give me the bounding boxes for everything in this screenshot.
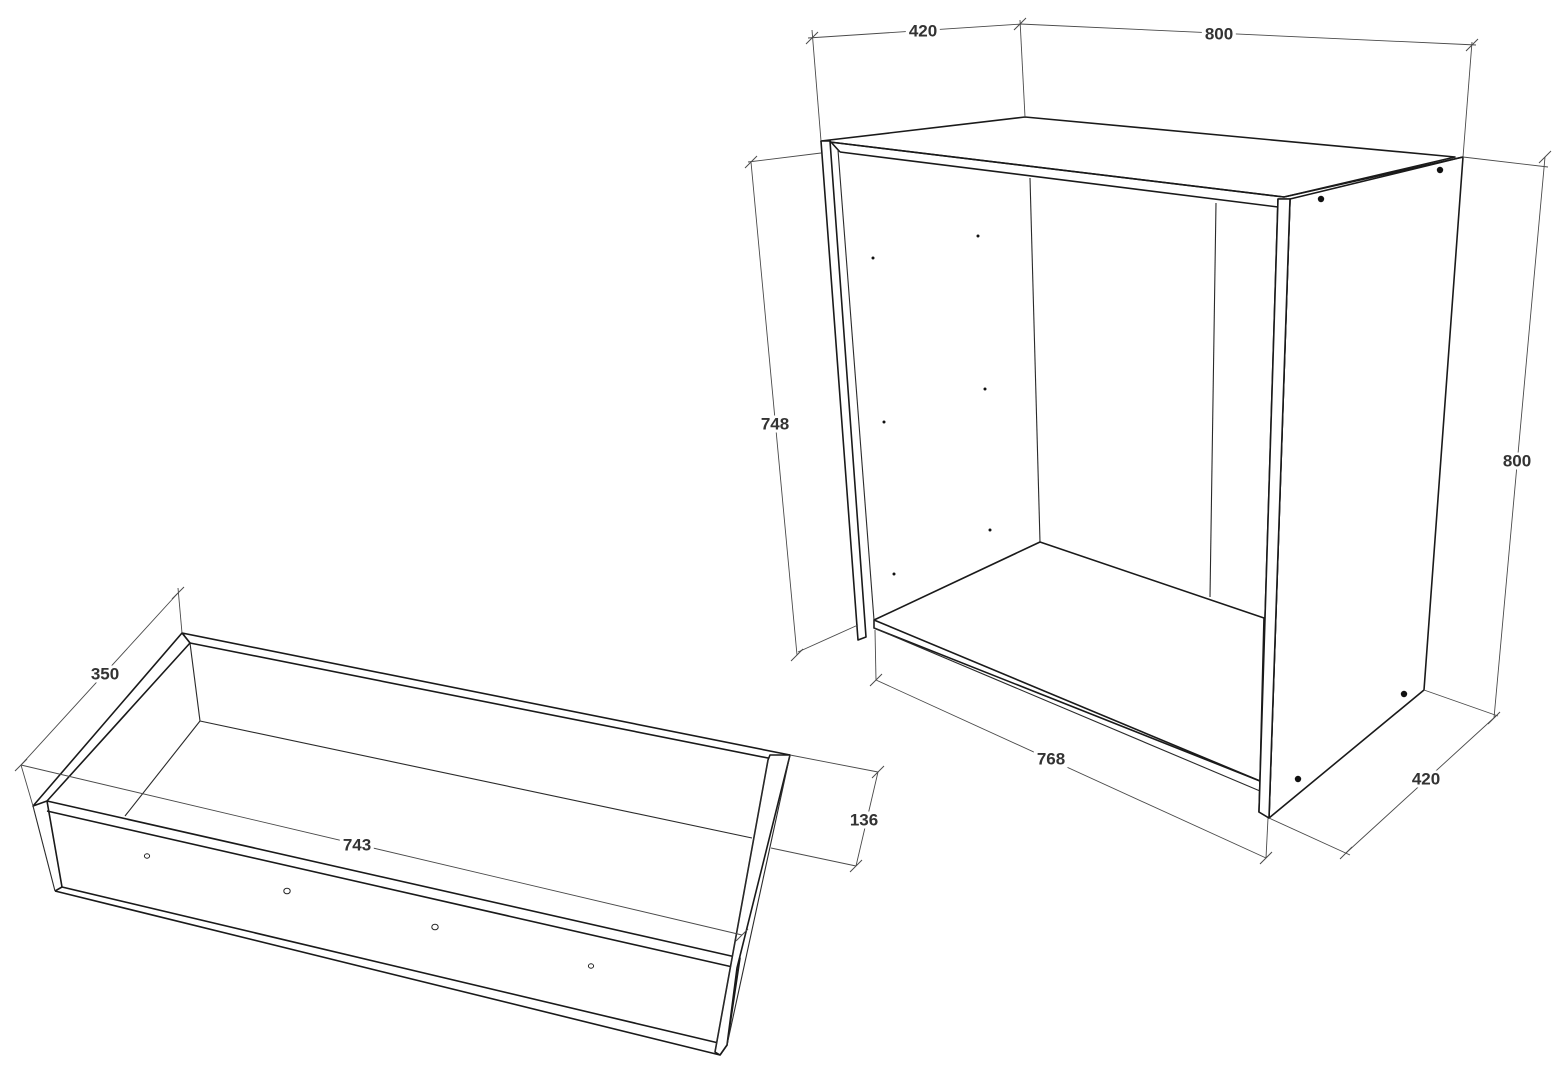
cabinet [744, 17, 1552, 865]
cabinet-dimension-lines [744, 17, 1552, 865]
cabinet-left-side-panel [820, 140, 867, 641]
drawer [14, 586, 885, 1056]
cabinet-inner-height-label: 748 [757, 415, 793, 433]
assembly-holes [1294, 166, 1444, 783]
drawer-left-side-panel [32, 632, 191, 807]
cabinet-bottom-shelf [873, 541, 1265, 782]
drawer-right-side-panel [714, 754, 791, 1056]
cabinet-bottom-depth-label: 420 [1408, 770, 1444, 788]
cabinet-top-depth-label: 420 [905, 22, 941, 40]
shelf-pin-holes [871, 234, 992, 576]
cabinet-top-width-label: 800 [1201, 25, 1237, 43]
drawer-height-label: 136 [846, 811, 882, 829]
drawer-back-panel [181, 632, 791, 761]
drawer-depth-label: 350 [87, 665, 123, 683]
drawer-front-holes [143, 853, 595, 969]
drawer-width-label: 743 [339, 836, 375, 854]
cabinet-bottom-width-label: 768 [1033, 750, 1069, 768]
cabinet-right-side-panel [1268, 156, 1464, 819]
cabinet-outer-height-label: 800 [1499, 452, 1535, 470]
drawer-front-panel [46, 800, 741, 1046]
